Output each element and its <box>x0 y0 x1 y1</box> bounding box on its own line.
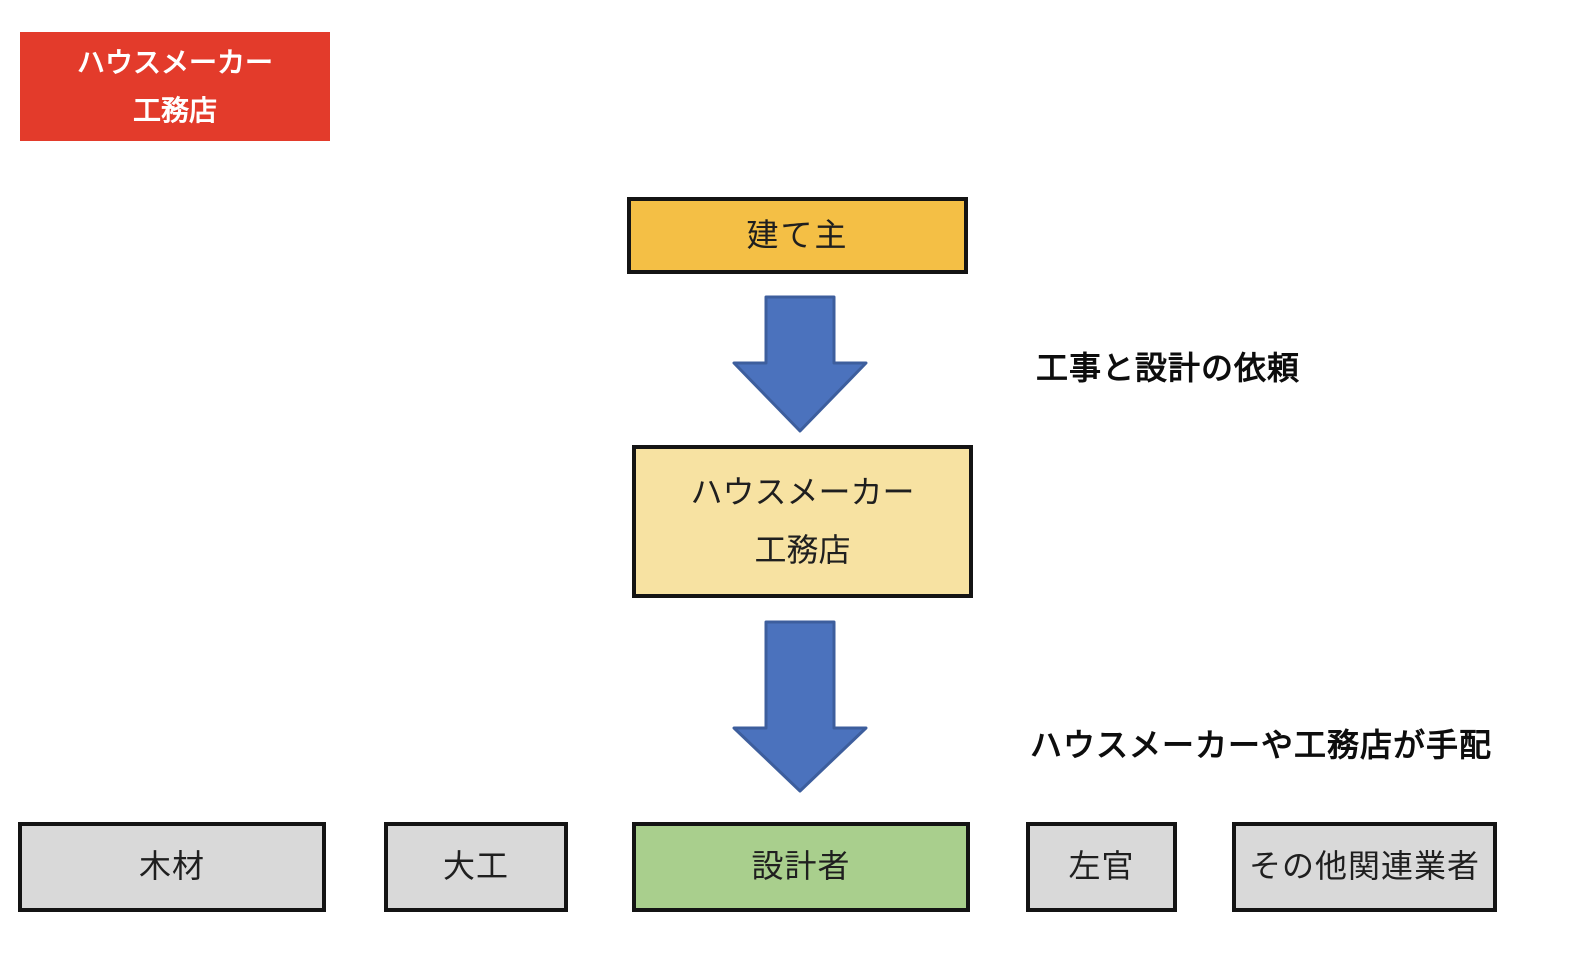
box-carpenter-label: 大工 <box>442 848 509 885</box>
box-other-contractors: その他関連業者 <box>1232 822 1497 912</box>
legend-badge: ハウスメーカー 工務店 <box>20 32 330 141</box>
box-client-label: 建て主 <box>746 216 849 253</box>
down-block-arrow-2-icon <box>732 620 868 793</box>
box-housemaker-line1: ハウスメーカー <box>690 473 915 510</box>
down-block-arrow-1-icon <box>732 295 868 433</box>
box-designer-label: 設計者 <box>751 848 851 885</box>
box-client: 建て主 <box>627 197 968 274</box>
legend-badge-line2: 工務店 <box>132 94 217 126</box>
box-plasterer: 左官 <box>1026 822 1177 912</box>
annotation-construction-design-request: 工事と設計の依頼 <box>1036 350 1301 386</box>
box-carpenter: 大工 <box>384 822 568 912</box>
legend-badge-line1: ハウスメーカー <box>76 46 273 78</box>
box-other-contractors-label: その他関連業者 <box>1248 848 1480 885</box>
box-plasterer-label: 左官 <box>1068 848 1135 885</box>
annotation-housemaker-arranges: ハウスメーカーや工務店が手配 <box>1030 727 1493 763</box>
box-housemaker-koumuten: ハウスメーカー 工務店 <box>632 445 973 598</box>
box-lumber: 木材 <box>18 822 326 912</box>
box-designer: 設計者 <box>632 822 970 912</box>
box-housemaker-line2: 工務店 <box>754 531 851 568</box>
box-lumber-label: 木材 <box>138 848 205 885</box>
